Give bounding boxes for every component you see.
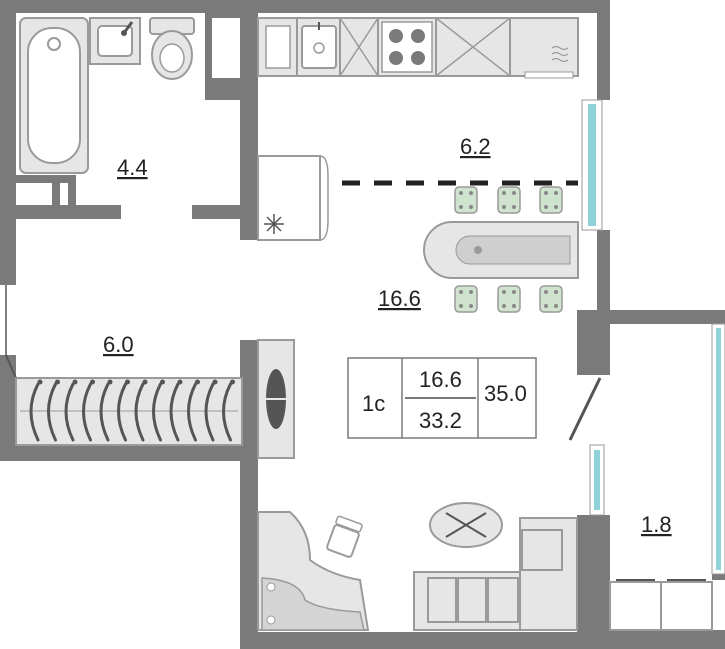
- room-area-bathroom: 4.4: [117, 155, 148, 180]
- hanger-hook: [212, 379, 218, 385]
- mirror-stand: [257, 339, 295, 459]
- refrigerator: [257, 155, 329, 241]
- wardrobe: [15, 377, 243, 446]
- hanger: [222, 382, 232, 442]
- hanger-hook: [107, 379, 113, 385]
- hanger: [187, 382, 197, 442]
- balcony-door: [568, 377, 602, 441]
- hanger-hook: [55, 379, 60, 385]
- windows: [581, 99, 725, 575]
- hanger: [152, 382, 162, 442]
- hanger-hook: [37, 379, 43, 385]
- apartment-type: 1с: [362, 391, 385, 416]
- hanger-hook: [177, 379, 183, 385]
- coffee-table: [429, 502, 503, 548]
- hanger: [99, 382, 110, 442]
- room-area-kitchen: 6.2: [460, 134, 491, 159]
- bar-counter: [423, 221, 579, 279]
- toilet: [149, 17, 195, 80]
- hanger-hook: [230, 379, 235, 385]
- total-with-balcony-value: 35.0: [484, 381, 527, 406]
- hanger: [29, 382, 40, 442]
- hanger-hook: [160, 379, 165, 385]
- hanger-hook: [72, 379, 78, 385]
- shaft-cavity: [212, 18, 240, 78]
- hanger-hook: [90, 379, 95, 385]
- hanger: [64, 382, 75, 442]
- hanger: [47, 382, 57, 442]
- hanger: [117, 382, 127, 442]
- sofa: [413, 517, 578, 631]
- apartment-summary: 1с 16.6 33.2 35.0: [347, 357, 537, 439]
- living-area-value: 16.6: [419, 367, 462, 392]
- hanger: [82, 382, 92, 442]
- room-area-living: 16.6: [378, 286, 421, 311]
- room-area-hall: 6.0: [103, 332, 134, 357]
- hanger: [169, 382, 180, 442]
- room-area-balcony: 1.8: [641, 512, 672, 537]
- hanger-hook: [125, 379, 130, 385]
- balcony-cabinets: [609, 579, 713, 631]
- hanger-hook: [142, 379, 148, 385]
- bathtub: [19, 17, 89, 174]
- hanger: [134, 382, 145, 442]
- hanger-hook: [195, 379, 200, 385]
- total-area-value: 33.2: [419, 408, 462, 433]
- chair: [326, 515, 363, 558]
- armchair-and-table: [257, 511, 370, 631]
- entrance-door: [5, 285, 17, 379]
- hanger: [204, 382, 215, 442]
- washbasin: [89, 17, 141, 65]
- kitchen-counter: [257, 17, 579, 79]
